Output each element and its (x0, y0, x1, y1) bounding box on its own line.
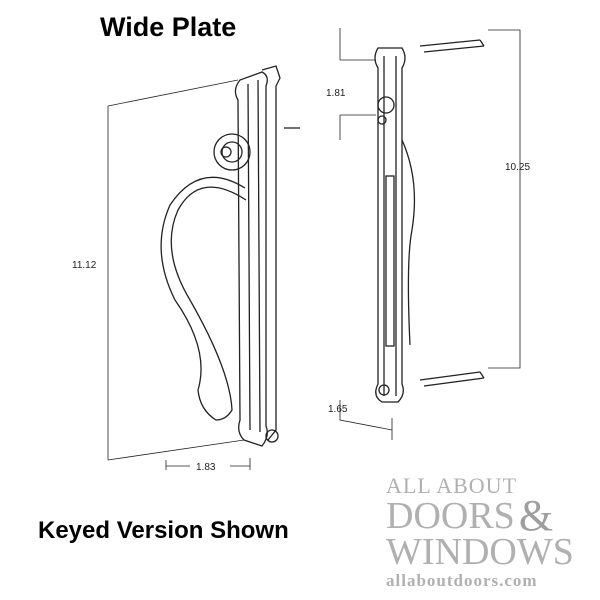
logo-url: allaboutdoors.com (386, 571, 538, 590)
plate-side-view (374, 39, 485, 403)
caption: Keyed Version Shown (38, 517, 289, 544)
logo-line1: ALL ABOUT (386, 473, 518, 498)
logo-ampersand: & (518, 491, 554, 540)
dimension-1-65: 1.65 (328, 404, 348, 415)
dimension-11-12: 11.12 (72, 260, 97, 271)
wide-plate-front-view (160, 65, 300, 447)
dimension-lines (107, 28, 521, 470)
dimension-1-83: 1.83 (196, 462, 216, 473)
logo-line2: DOORS (386, 495, 515, 537)
diagram-title: Wide Plate (100, 12, 237, 42)
logo-row2: DOORS & (386, 491, 596, 540)
brand-logo: ALL ABOUT DOORS & WINDOWS allaboutdoors.… (386, 474, 596, 592)
dimension-10-25: 10.25 (505, 162, 530, 173)
dimension-1-81: 1.81 (326, 88, 346, 99)
logo-line3: WINDOWS (386, 531, 574, 573)
